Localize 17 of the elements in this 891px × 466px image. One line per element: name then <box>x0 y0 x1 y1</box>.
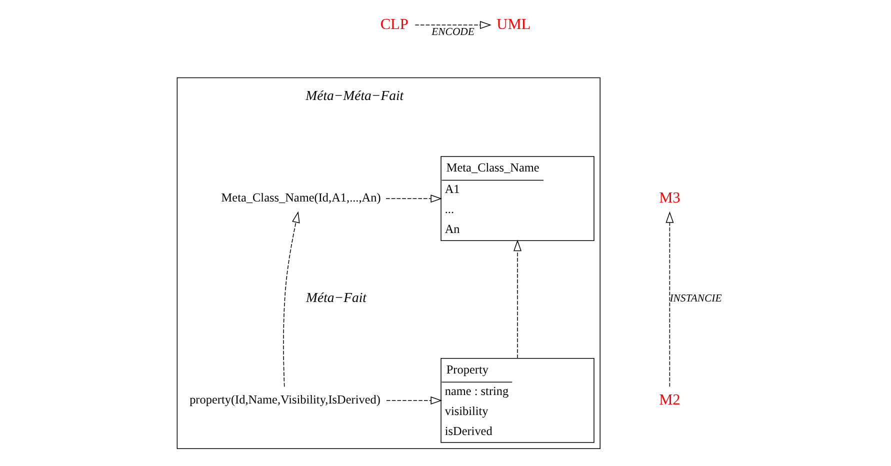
node-text: M2 <box>658 391 680 408</box>
node-text: property(Id,Name,Visibility,IsDerived) <box>189 392 380 406</box>
node-text: M3 <box>658 189 680 206</box>
edge-label: INSTANCIE <box>669 292 722 305</box>
edge-label: ENCODE <box>431 26 474 38</box>
arrow <box>513 240 522 359</box>
arrow <box>414 20 491 29</box>
arrow <box>385 194 442 203</box>
node-text: Meta_Class_Name(Id,A1,...,An) <box>220 190 380 204</box>
arrow <box>282 211 300 388</box>
node-text: UML <box>496 16 530 33</box>
label: Méta−Méta−Fait <box>305 88 404 104</box>
cluster <box>176 77 600 450</box>
arrow <box>665 211 674 387</box>
label: Méta−Fait <box>306 290 366 306</box>
arrow <box>386 396 442 404</box>
node-text: CLP <box>380 16 408 33</box>
